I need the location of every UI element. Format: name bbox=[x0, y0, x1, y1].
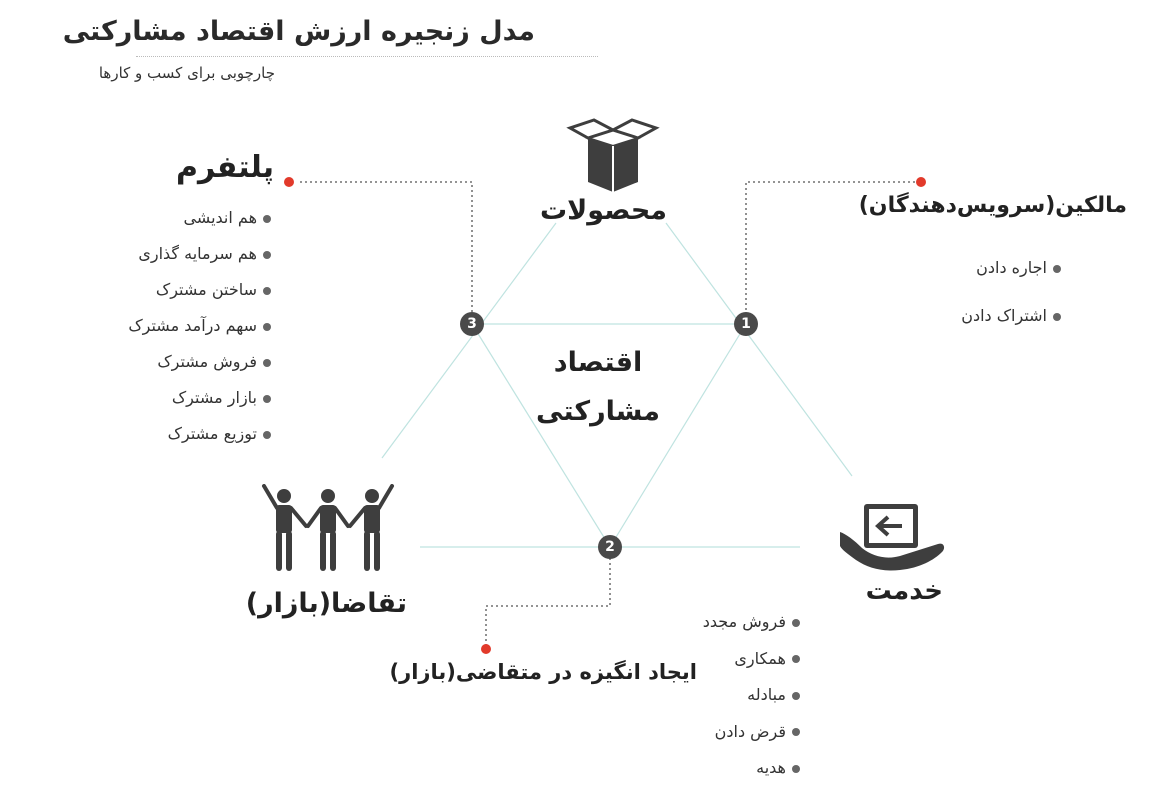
list-item: فروش مجدد bbox=[703, 604, 800, 641]
list-item: هدیه bbox=[703, 750, 800, 787]
bullet-icon bbox=[263, 250, 271, 259]
list-item: هم سرمایه گذاری bbox=[128, 236, 271, 272]
platform-label: پلتفرم bbox=[176, 150, 274, 185]
platform-marker bbox=[284, 177, 294, 187]
bullet-icon bbox=[263, 358, 271, 367]
service-list: فروش مجدد همکاری مبادله قرض دادن هدیه bbox=[703, 604, 800, 787]
people-icon bbox=[258, 484, 398, 576]
stimulate-label: ایجاد انگیزه در متقاضی(بازار) bbox=[389, 660, 697, 684]
bullet-icon bbox=[1053, 264, 1061, 273]
service-label: خدمت bbox=[865, 576, 943, 606]
bullet-icon bbox=[263, 394, 271, 403]
list-item: ساختن مشترک bbox=[128, 272, 271, 308]
step-badge-1: 1 bbox=[734, 312, 758, 336]
list-item: توزیع مشترک bbox=[128, 416, 271, 452]
bullet-icon bbox=[792, 618, 800, 627]
list-item: سهم درآمد مشترک bbox=[128, 308, 271, 344]
box-icon bbox=[566, 116, 660, 198]
bullet-icon bbox=[792, 655, 800, 663]
list-item: مبادله bbox=[703, 677, 800, 714]
dotted-connectors bbox=[300, 181, 920, 646]
list-item: هم اندیشی bbox=[128, 200, 271, 236]
platform-list: هم اندیشی هم سرمایه گذاری ساختن مشترک سه… bbox=[128, 200, 271, 452]
products-label: محصولات bbox=[540, 195, 667, 226]
center-label-line2: مشارکتی bbox=[536, 396, 660, 427]
bullet-icon bbox=[792, 691, 800, 700]
list-item: قرض دادن bbox=[703, 714, 800, 751]
bullet-icon bbox=[792, 728, 800, 736]
owners-list: اجاره دادن اشتراک دادن bbox=[961, 244, 1061, 340]
page-subtitle: چارچوبی برای کسب و کارها bbox=[98, 64, 275, 82]
hand-tablet-icon bbox=[838, 502, 950, 576]
center-label-line1: اقتصاد bbox=[553, 347, 643, 378]
list-item: اجاره دادن bbox=[961, 244, 1061, 292]
title-divider bbox=[136, 56, 598, 57]
owners-label: مالکین(سرویس‌دهندگان) bbox=[858, 193, 1127, 218]
bullet-icon bbox=[263, 430, 271, 439]
bullet-icon bbox=[792, 764, 800, 773]
hexagon-outline bbox=[381, 222, 853, 548]
bullet-icon bbox=[1053, 312, 1061, 321]
list-item: بازار مشترک bbox=[128, 380, 271, 416]
list-item: فروش مشترک bbox=[128, 344, 271, 380]
stimulate-marker bbox=[481, 644, 491, 654]
list-item: اشتراک دادن bbox=[961, 292, 1061, 340]
bullet-icon bbox=[263, 286, 271, 295]
step-badge-3: 3 bbox=[460, 312, 484, 336]
bullet-icon bbox=[263, 214, 271, 223]
step-badge-2: 2 bbox=[598, 535, 622, 559]
demand-label: تقاضا(بازار) bbox=[245, 588, 407, 619]
list-item: همکاری bbox=[703, 641, 800, 678]
bullet-icon bbox=[263, 322, 271, 331]
owners-marker bbox=[916, 177, 926, 187]
page-title: مدل زنجیره ارزش اقتصاد مشارکتی bbox=[62, 16, 535, 47]
